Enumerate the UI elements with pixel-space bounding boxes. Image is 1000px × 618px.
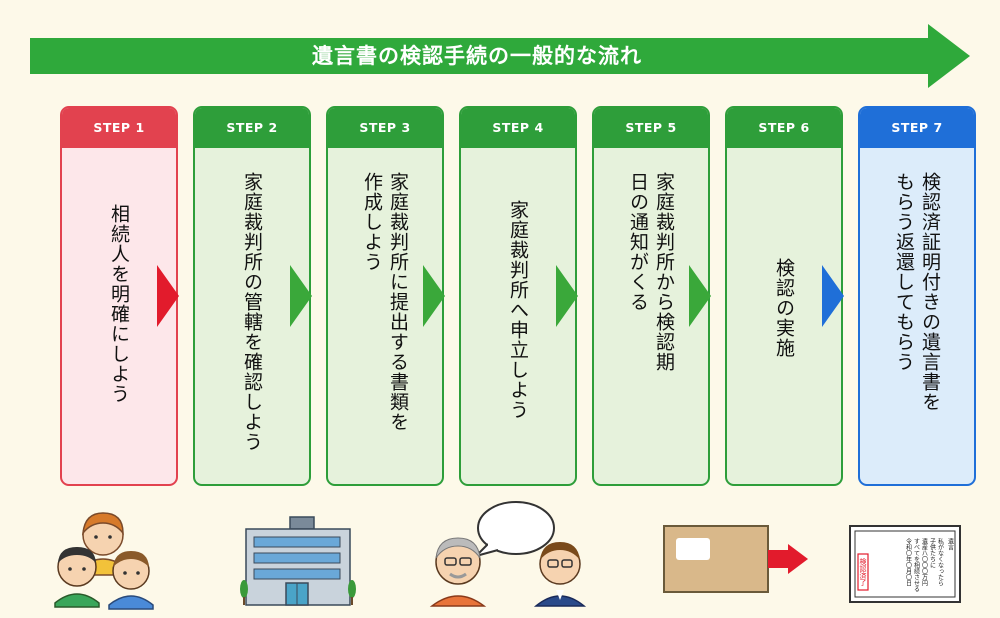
step-text: 家庭裁判所へ申立しよう <box>507 200 529 420</box>
will-document-icon: 遺言 私がなくなったら 子供たちに 遺産八〇〇〇万円 すべてを相続させる 令和〇… <box>849 525 961 603</box>
step-arrow-4 <box>556 265 578 327</box>
step-arrow-3 <box>423 265 445 327</box>
step-arrow-1 <box>157 265 179 327</box>
step-text: 検認の実施 <box>773 258 795 358</box>
step-card-7: STEP 7 検認済証明付きの遺言書をもらう返還してもらう <box>858 106 976 486</box>
courthouse-icon <box>240 516 356 606</box>
document-heading: 遺言 <box>947 537 954 551</box>
step-label: STEP 1 <box>62 108 176 148</box>
step-text: 相続人を明確にしよう <box>108 204 130 404</box>
step-text: 検認済証明付きの遺言書をもらう返還してもらう <box>893 172 941 412</box>
family-icon <box>54 512 154 610</box>
step-arrow-5 <box>689 265 711 327</box>
step-label: STEP 5 <box>594 108 708 148</box>
consultation-icon <box>429 501 587 607</box>
verified-stamp: 検認済了 <box>859 557 867 586</box>
step-card-6: STEP 6 検認の実施 <box>725 106 843 486</box>
flow-banner-arrow <box>30 24 970 88</box>
document-line: 私がなくなったら <box>937 537 944 587</box>
step-text: 家庭裁判所の管轄を確認しよう <box>241 172 263 452</box>
document-line: すべてを相続させる <box>913 538 920 592</box>
step-label: STEP 6 <box>727 108 841 148</box>
step-text: 家庭裁判所に提出する書類を作成しよう <box>361 172 409 432</box>
step-arrow-2 <box>290 265 312 327</box>
step-label: STEP 7 <box>860 108 974 148</box>
document-line: 子供たちに <box>929 538 936 568</box>
envelope-icon <box>663 525 808 593</box>
step-text: 家庭裁判所から検認期日の通知がくる <box>627 172 675 372</box>
step-label: STEP 2 <box>195 108 309 148</box>
page-title: 遺言書の検認手続の一般的な流れ <box>312 44 642 68</box>
document-line: 令和〇年〇月〇日 <box>905 537 912 587</box>
step-label: STEP 3 <box>328 108 442 148</box>
step-label: STEP 4 <box>461 108 575 148</box>
step-arrow-6 <box>822 265 844 327</box>
document-line: 遺産八〇〇〇万円 <box>921 537 928 587</box>
